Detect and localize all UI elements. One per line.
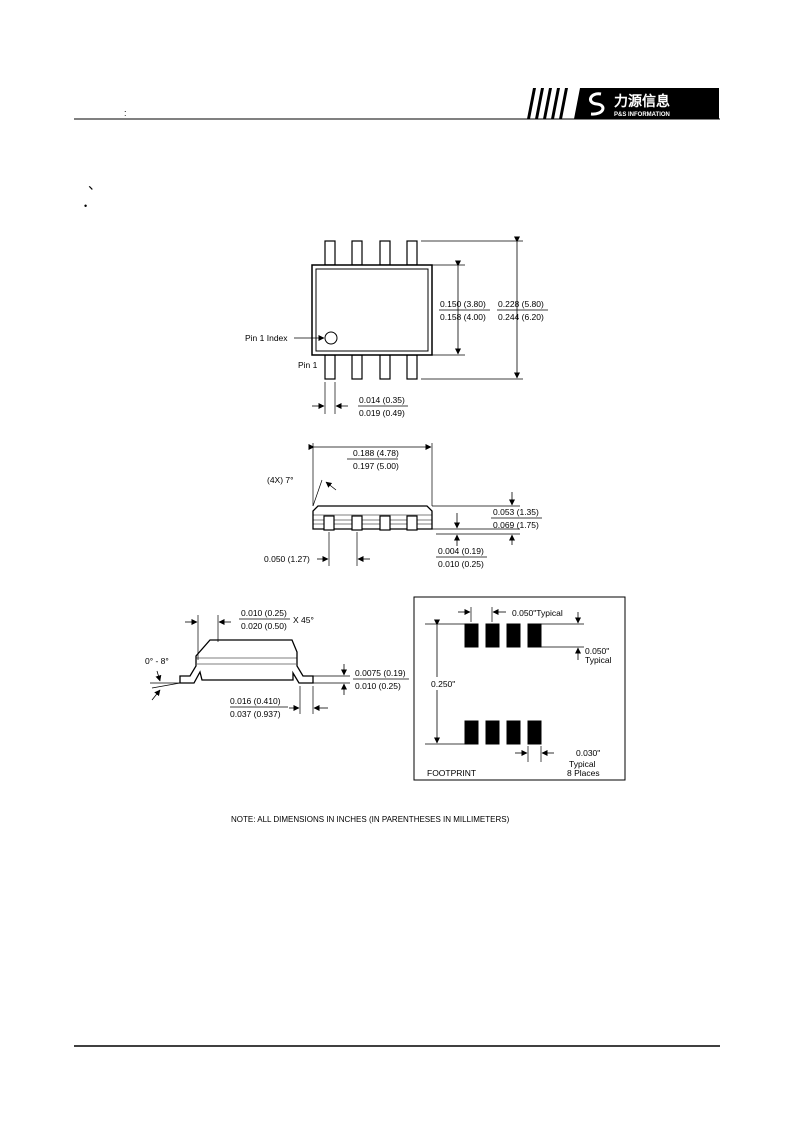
chamfer-suffix: X 45° bbox=[293, 615, 314, 625]
footprint-labels: 0.050"Typical 0.050" Typical 0.250" 0.03… bbox=[427, 608, 612, 778]
comma-mark: 、 bbox=[88, 176, 102, 192]
fp-pad-width-places: 8 Places bbox=[567, 768, 600, 778]
fp-pad-width-note: Typical bbox=[569, 759, 596, 769]
bullet-mark: • bbox=[84, 201, 87, 211]
body-width-min: 0.150 (3.80) bbox=[440, 299, 486, 309]
angle-leader bbox=[312, 479, 323, 507]
pitch-label: 0.050 (1.27) bbox=[264, 554, 310, 564]
standoff-min: 0.004 (0.19) bbox=[438, 546, 484, 556]
standoff-max: 0.010 (0.25) bbox=[438, 559, 484, 569]
bottom-pin bbox=[351, 354, 363, 380]
logo-stripe bbox=[543, 88, 552, 119]
footprint-pad bbox=[506, 720, 521, 745]
footprint-pad bbox=[506, 623, 521, 648]
top-pin bbox=[351, 240, 363, 266]
lead-width-min: 0.014 (0.35) bbox=[359, 395, 405, 405]
logo-stripe bbox=[551, 88, 560, 119]
lead-thickness-min: 0.0075 (0.19) bbox=[355, 668, 406, 678]
footprint-pad bbox=[464, 623, 479, 648]
logo-en-text: P&S INFORMATION bbox=[614, 112, 670, 118]
bottom-pin bbox=[379, 354, 391, 380]
top-view-labels: Pin 1 Index Pin 1 0.150 (3.80) 0.158 (4.… bbox=[245, 299, 544, 418]
top-view-drawing bbox=[294, 236, 548, 414]
bottom-pin bbox=[406, 354, 418, 380]
side-view-labels: 0.188 (4.78) 0.197 (5.00) (4X) 7° 0.053 … bbox=[264, 448, 539, 569]
logo-stripe bbox=[527, 88, 536, 119]
overall-width-min: 0.228 (5.80) bbox=[498, 299, 544, 309]
angle-label: (4X) 7° bbox=[267, 475, 294, 485]
fp-span-label: 0.250" bbox=[431, 679, 455, 689]
foot-length-min: 0.016 (0.410) bbox=[230, 696, 281, 706]
pin1-index-label: Pin 1 Index bbox=[245, 333, 288, 343]
length-max: 0.197 (5.00) bbox=[353, 461, 399, 471]
package-body-outer bbox=[311, 264, 433, 356]
top-pin bbox=[406, 240, 418, 266]
footprint-pad bbox=[485, 623, 500, 648]
length-min: 0.188 (4.78) bbox=[353, 448, 399, 458]
foot-angle-line bbox=[151, 682, 181, 689]
side-lead bbox=[379, 515, 391, 531]
footprint-pad bbox=[527, 623, 542, 648]
pin1-label: Pin 1 bbox=[298, 360, 318, 370]
header-colon-mark: : bbox=[124, 108, 127, 118]
top-pin bbox=[324, 240, 336, 266]
height-max: 0.069 (1.75) bbox=[493, 520, 539, 530]
page-header: : 力源信息 P&S INFORMATION bbox=[74, 88, 720, 120]
fp-pad-length-note: Typical bbox=[585, 655, 612, 665]
top-pin bbox=[379, 240, 391, 266]
logo-stripe bbox=[535, 88, 544, 119]
end-view-labels: 0.010 (0.25) 0.020 (0.50) X 45° 0° - 8° … bbox=[145, 608, 406, 719]
fp-pad-length-value: 0.050" bbox=[585, 646, 609, 656]
foot-length-max: 0.037 (0.937) bbox=[230, 709, 281, 719]
side-lead bbox=[406, 515, 418, 531]
logo-cn-text: 力源信息 bbox=[614, 93, 670, 109]
footprint-title: FOOTPRINT bbox=[427, 768, 476, 778]
logo-s-icon bbox=[589, 92, 605, 116]
lead-thickness-max: 0.010 (0.25) bbox=[355, 681, 401, 691]
logo-stripe bbox=[559, 88, 568, 119]
footprint-pad bbox=[464, 720, 479, 745]
side-view-drawing bbox=[308, 443, 542, 566]
foot-angle-label: 0° - 8° bbox=[145, 656, 169, 666]
overall-width-max: 0.244 (6.20) bbox=[498, 312, 544, 322]
chamfer-min: 0.010 (0.25) bbox=[241, 608, 287, 618]
pin1-index-dot bbox=[324, 331, 338, 345]
body-width-max: 0.158 (4.00) bbox=[440, 312, 486, 322]
angle-arrow bbox=[325, 481, 337, 491]
footprint-pad bbox=[527, 720, 542, 745]
company-logo: 力源信息 P&S INFORMATION bbox=[527, 88, 719, 119]
logo-block bbox=[574, 88, 719, 119]
chamfer-max: 0.020 (0.50) bbox=[241, 621, 287, 631]
end-view-drawing bbox=[150, 615, 409, 714]
foot-angle-arrow bbox=[155, 670, 162, 682]
fp-pad-width-value: 0.030" bbox=[576, 748, 600, 758]
side-lead bbox=[323, 515, 335, 531]
dimensions-note: NOTE: ALL DIMENSIONS IN INCHES (IN PAREN… bbox=[231, 815, 510, 824]
footprint-panel bbox=[413, 596, 626, 781]
end-body bbox=[179, 639, 314, 684]
bottom-pin bbox=[324, 354, 336, 380]
package-body-inner bbox=[315, 268, 429, 352]
lead-width-max: 0.019 (0.49) bbox=[359, 408, 405, 418]
foot-angle-arrow bbox=[151, 689, 161, 701]
height-min: 0.053 (1.35) bbox=[493, 507, 539, 517]
fp-pitch-label: 0.050"Typical bbox=[512, 608, 563, 618]
footprint-pad bbox=[485, 720, 500, 745]
side-lead bbox=[351, 515, 363, 531]
